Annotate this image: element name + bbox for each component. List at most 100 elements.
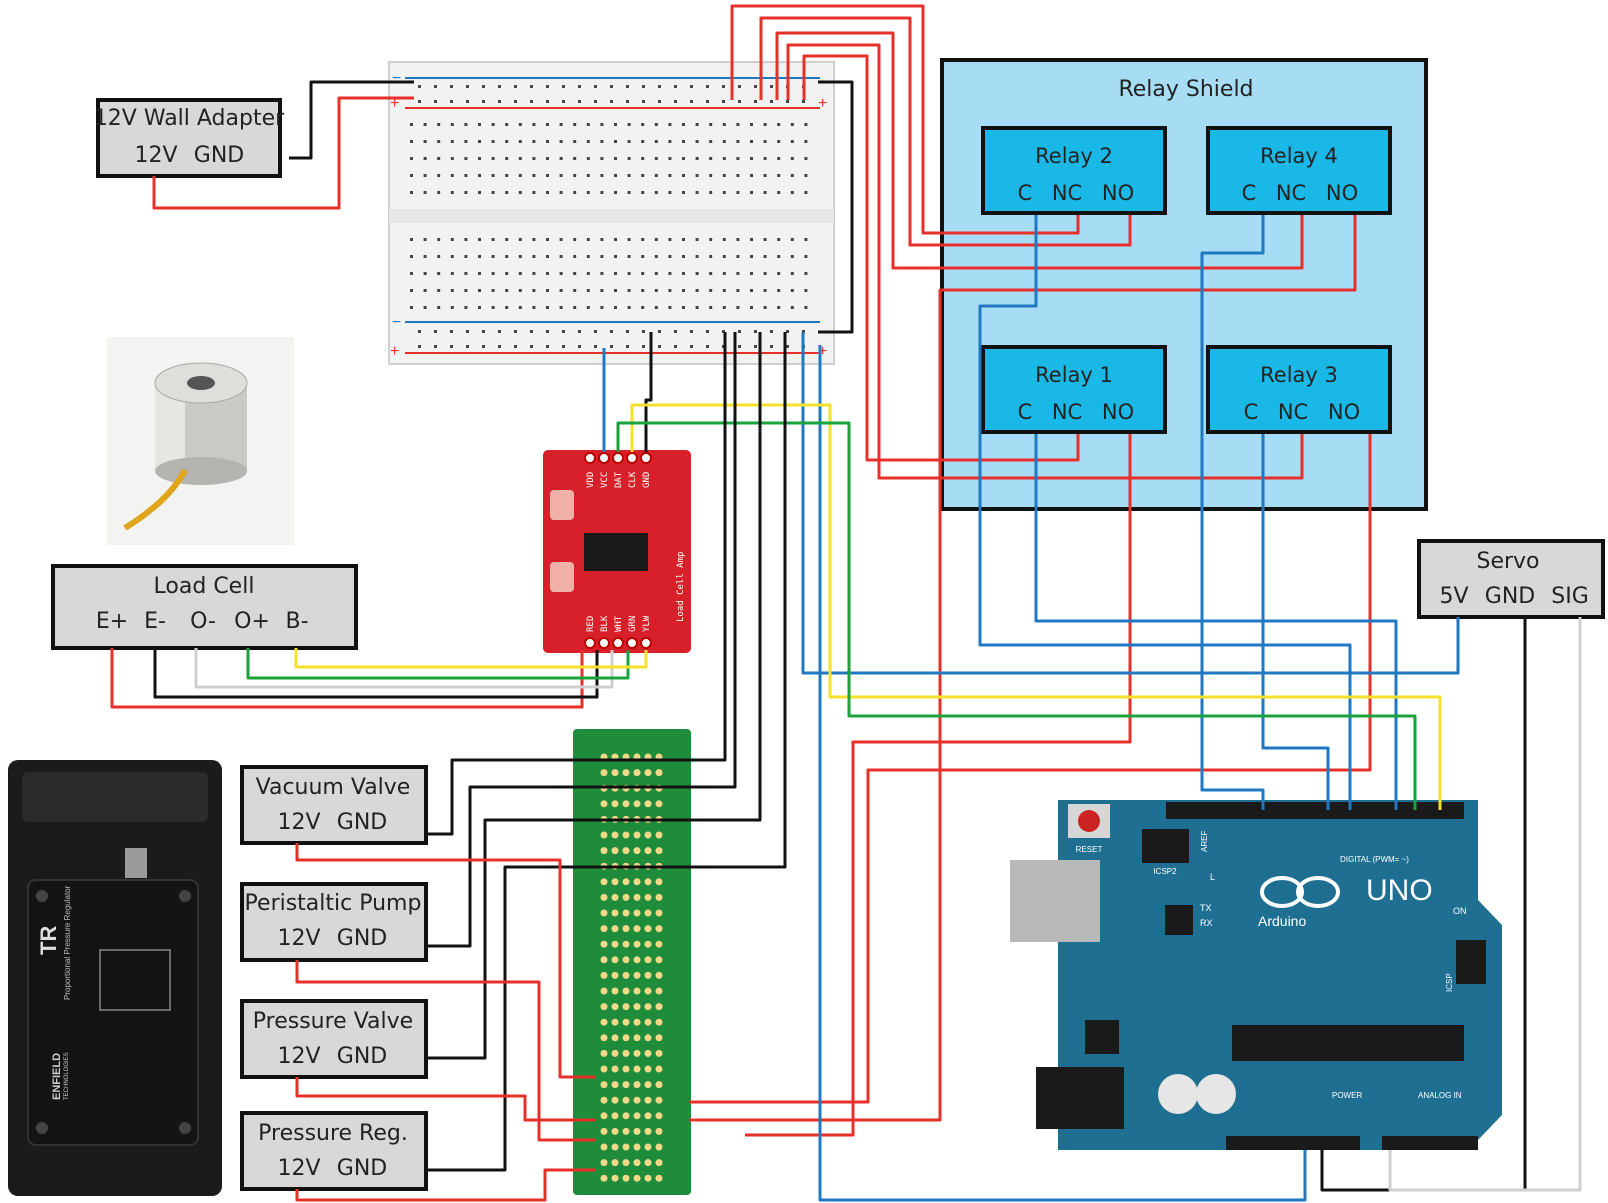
device-pressure-valve: Pressure Valve 12V GND <box>240 999 428 1079</box>
aref-label: AREF <box>1200 831 1209 852</box>
wire <box>630 403 1442 810</box>
pin-c: C <box>1018 181 1033 205</box>
relay-name: Relay 2 <box>1035 144 1113 168</box>
pin-no: NO <box>1102 400 1134 424</box>
wires <box>110 4 1582 1202</box>
wire <box>690 215 1357 1122</box>
regulator-brand: ENFIELD <box>51 1053 63 1100</box>
relay-2: Relay 2 C NC NO <box>981 126 1167 215</box>
rx-label: RX <box>1200 918 1213 928</box>
hx711-top-pin-label: VCC <box>600 472 610 488</box>
load-cell-box: Load Cell E+ E- O- O+ B- <box>51 564 358 650</box>
pin-c: C <box>1242 181 1257 205</box>
hx711-top-pin <box>598 452 610 464</box>
hx711-top-pin-label: CLK <box>628 471 638 488</box>
pressure-regulator-photo: TR ENFIELD TECHNOLOGIES Proportional Pre… <box>8 760 222 1196</box>
pin-no: NO <box>1326 181 1358 205</box>
servo-box: Servo 5V GND SIG <box>1417 539 1605 619</box>
wire <box>295 1077 596 1122</box>
icsp2-label: ICSP2 <box>1153 867 1177 876</box>
wire <box>775 31 1304 270</box>
pin-sig: SIG <box>1551 584 1589 609</box>
pin-no: NO <box>1102 181 1134 205</box>
pin-gnd: GND <box>337 810 387 835</box>
led-l-label: L <box>1210 872 1215 882</box>
digital-label: DIGITAL (PWM= ~) <box>1340 855 1409 864</box>
pin-e-plus: E+ <box>96 609 128 634</box>
pin-nc: NC <box>1278 400 1308 424</box>
hx711-top-pin <box>626 452 638 464</box>
wire <box>1200 215 1265 810</box>
svg-text:+: + <box>818 343 827 360</box>
svg-text:+: + <box>818 95 827 112</box>
wire <box>745 434 1132 1137</box>
pin-c: C <box>1244 400 1259 424</box>
wire <box>818 80 854 334</box>
wire <box>801 332 1460 675</box>
hx711-top-pin <box>584 452 596 464</box>
pin-nc: NC <box>1276 181 1306 205</box>
pin-12v: 12V <box>277 926 320 951</box>
hx711-bottom-pin-label: YLW <box>642 615 652 632</box>
pin-no: NO <box>1328 400 1360 424</box>
hx711-top-pin <box>640 452 652 464</box>
device-vacuum-valve: Vacuum Valve 12V GND <box>240 765 428 845</box>
hx711-bottom-pin <box>598 637 610 649</box>
wire <box>616 421 1417 810</box>
load-cell-photo <box>107 337 294 545</box>
wire <box>690 434 1372 1104</box>
relay-name: Relay 3 <box>1260 363 1338 387</box>
device-title: Pressure Reg. <box>258 1121 408 1146</box>
pin-12v: 12V <box>277 1156 320 1181</box>
svg-text:+: + <box>390 343 399 360</box>
hx711-top-pin-label: DAT <box>614 471 624 488</box>
hx711-bottom-pin <box>640 637 652 649</box>
wire <box>426 332 762 1060</box>
pin-o-plus: O+ <box>234 609 270 634</box>
hx711-top-pin <box>612 452 624 464</box>
wire <box>786 43 1304 480</box>
tx-label: TX <box>1200 903 1212 913</box>
wall-adapter: 12V Wall Adapter 12V GND <box>94 98 285 178</box>
wire <box>730 4 1080 235</box>
hx711-bottom-pin-label: WHT <box>614 615 624 632</box>
pin-12v: 12V <box>277 810 320 835</box>
model-label: UNO <box>1366 874 1433 907</box>
wire <box>644 332 653 452</box>
pin-o-minus: O- <box>190 609 216 634</box>
device-title: Pressure Valve <box>253 1009 413 1034</box>
relay-4: Relay 4 C NC NO <box>1206 126 1392 215</box>
device-title: Vacuum Valve <box>256 775 411 800</box>
servo-title: Servo <box>1476 549 1539 574</box>
pin-b-minus: B- <box>285 609 308 634</box>
device-pressure-reg: Pressure Reg. 12V GND <box>240 1111 428 1191</box>
device-peristaltic-pump: Peristaltic Pump 12V GND <box>240 882 428 962</box>
svg-text:+: + <box>390 95 399 112</box>
wire <box>1261 434 1330 810</box>
protoboard <box>573 729 691 1195</box>
icsp-label: ICSP <box>1445 973 1454 992</box>
pin-c: C <box>1018 400 1033 424</box>
regulator-desc: Proportional Pressure Regulator <box>63 885 72 1000</box>
hx711-top-pin-label: VDD <box>586 472 596 488</box>
pin-gnd: GND <box>337 1156 387 1181</box>
pin-gnd: GND <box>1485 584 1535 609</box>
pin-e-minus: E- <box>144 609 166 634</box>
wire <box>818 345 1307 1202</box>
wire <box>295 1168 596 1202</box>
device-title: Peristaltic Pump <box>245 891 422 916</box>
wire <box>153 648 599 699</box>
relay-name: Relay 1 <box>1035 363 1113 387</box>
relay-3: Relay 3 C NC NO <box>1206 345 1392 434</box>
pin-nc: NC <box>1052 181 1082 205</box>
pin-gnd: GND <box>337 926 387 951</box>
wire <box>289 80 414 160</box>
relay-1: Relay 1 C NC NO <box>981 345 1167 434</box>
relay-shield: Relay Shield Relay 2 C NC NO Relay 4 C N… <box>940 58 1428 511</box>
svg-text:−: − <box>392 70 401 87</box>
load-cell-title: Load Cell <box>154 574 255 599</box>
wire <box>426 332 727 836</box>
brand-label: Arduino <box>1258 913 1306 929</box>
